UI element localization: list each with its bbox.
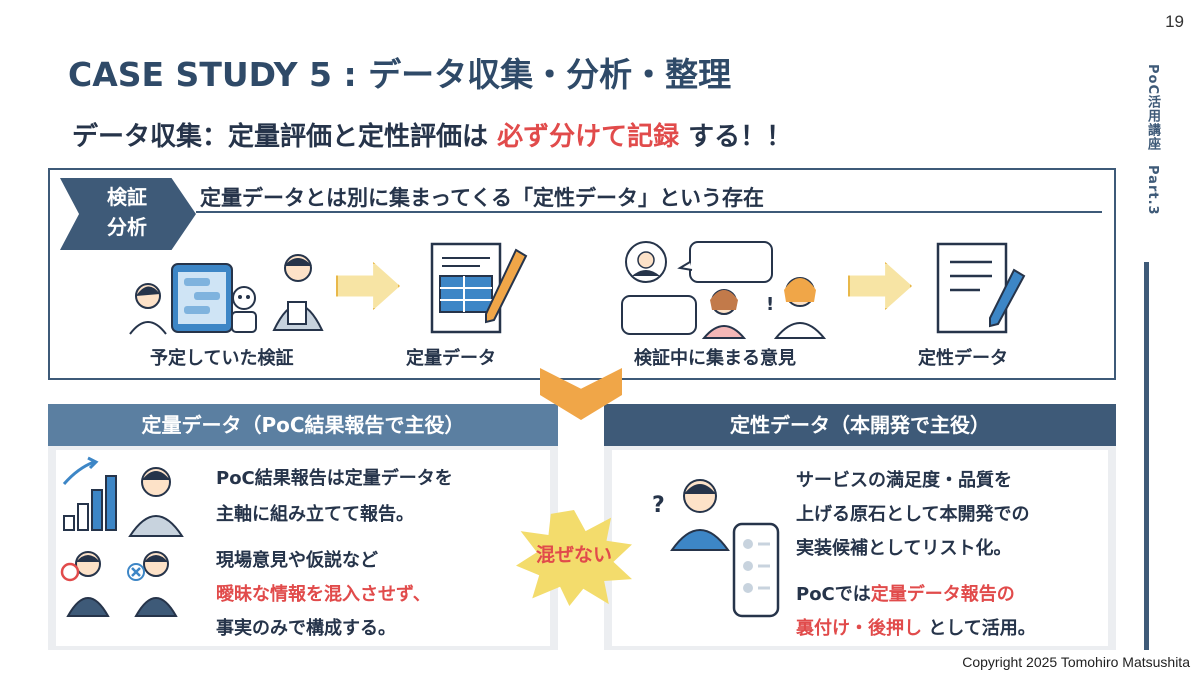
right-line-5-highlight: 裏付け・後押し	[796, 618, 922, 639]
left-line-4: 曖昧な情報を混入させず、	[216, 584, 431, 605]
ok-ng-businessmen-icon	[60, 551, 178, 617]
page-title: CASE STUDY 5 : データ収集・分析・整理	[68, 55, 732, 94]
growth-chart-presenter-icon	[62, 456, 184, 537]
verification-tag-label: 検証分析	[92, 182, 162, 242]
quantitative-panel: 定量データ（PoC結果報告で主役）	[48, 404, 558, 650]
right-line-2: 上げる原石として本開発での	[796, 504, 1030, 525]
qualitative-panel-header: 定性データ（本開発で主役）	[604, 404, 1116, 446]
subtitle-highlight: 必ず分けて記録	[497, 122, 680, 152]
right-line-5: 裏付け・後押し として活用。	[796, 614, 1036, 644]
qualitative-data-illustration	[936, 242, 1026, 334]
copyright: Copyright 2025 Tomohiro Matsushita	[962, 654, 1190, 670]
svg-text:!: !	[766, 294, 774, 315]
collected-opinions-illustration: !	[621, 241, 827, 339]
left-line-5: 事実のみで構成する。	[216, 618, 396, 639]
side-accent-bar	[1144, 262, 1149, 650]
flow-label-collected-opinions: 検証中に集まる意見	[634, 348, 796, 369]
quantitative-panel-header: 定量データ（PoC結果報告で主役）	[48, 404, 558, 446]
do-not-mix-label: 混ぜない	[535, 544, 612, 566]
right-line-5-suffix: として活用。	[922, 618, 1036, 639]
qualitative-panel: 定性データ（本開発で主役）	[604, 404, 1116, 650]
subtitle-suffix: する！！	[679, 122, 793, 152]
verification-tag-line: 検証	[107, 185, 147, 209]
page-number: 19	[1165, 12, 1184, 31]
right-line-4-prefix: PoCでは	[796, 584, 871, 605]
flow-label-qualitative-data: 定性データ	[918, 348, 1008, 369]
side-course-label: PoC活用講座 Part.3	[1145, 64, 1160, 216]
left-line-3: 現場意見や仮説など	[216, 550, 378, 571]
left-line-1: PoC結果報告は定量データを	[216, 468, 453, 489]
right-line-1: サービスの満足度・品質を	[796, 470, 1012, 491]
verification-tag	[60, 178, 196, 250]
quantitative-data-illustration	[430, 242, 528, 334]
right-line-4: PoCでは定量データ報告の	[796, 580, 1015, 610]
subtitle: データ収集：定量評価と定性評価は 必ず分けて記録 する！！	[72, 116, 792, 153]
heading-underline	[196, 211, 1102, 213]
verification-tag-line: 分析	[107, 215, 147, 239]
subtitle-prefix: データ収集：定量評価と定性評価は	[72, 122, 498, 152]
right-line-3: 実装候補としてリスト化。	[796, 538, 1012, 559]
thinking-person-phone-icon: ?	[652, 479, 780, 618]
flow-label-quantitative-data: 定量データ	[406, 348, 496, 369]
flow-label-planned-verification: 予定していた検証	[150, 348, 294, 369]
left-line-2: 主軸に組み立てて報告。	[216, 504, 414, 525]
box-heading: 定量データとは別に集まってくる「定性データ」という存在	[200, 186, 765, 210]
right-line-4-highlight: 定量データ報告の	[870, 584, 1015, 605]
planned-verification-illustration	[129, 254, 324, 335]
svg-text:?: ?	[652, 493, 665, 518]
